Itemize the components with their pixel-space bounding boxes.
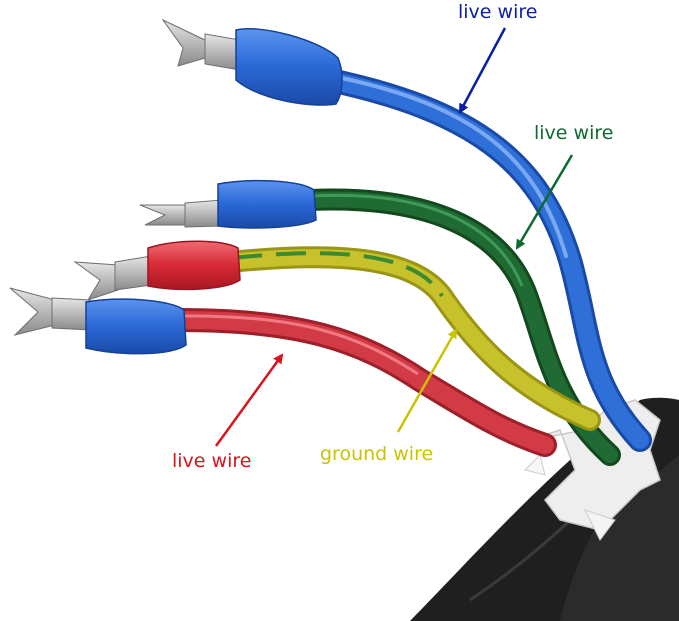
arrow-blue-live <box>458 27 507 114</box>
label-blue-live-wire: live wire <box>458 1 537 23</box>
arrow-green-live <box>515 154 574 250</box>
wire-blue <box>318 68 652 452</box>
label-red-live-wire: live wire <box>172 450 251 472</box>
wire-red <box>168 308 557 457</box>
terminal-blue-red-wire <box>9 287 187 355</box>
terminal-blue-top <box>161 18 343 106</box>
terminal-blue-green-wire <box>139 179 317 229</box>
arrow-red-live <box>214 353 284 447</box>
label-green-live-wire: live wire <box>534 122 613 144</box>
terminal-red-ground-wire <box>73 240 241 301</box>
wire-ground <box>219 246 601 431</box>
arrow-yellow-ground <box>396 328 458 433</box>
label-yellow-ground-wire: ground wire <box>320 443 433 465</box>
